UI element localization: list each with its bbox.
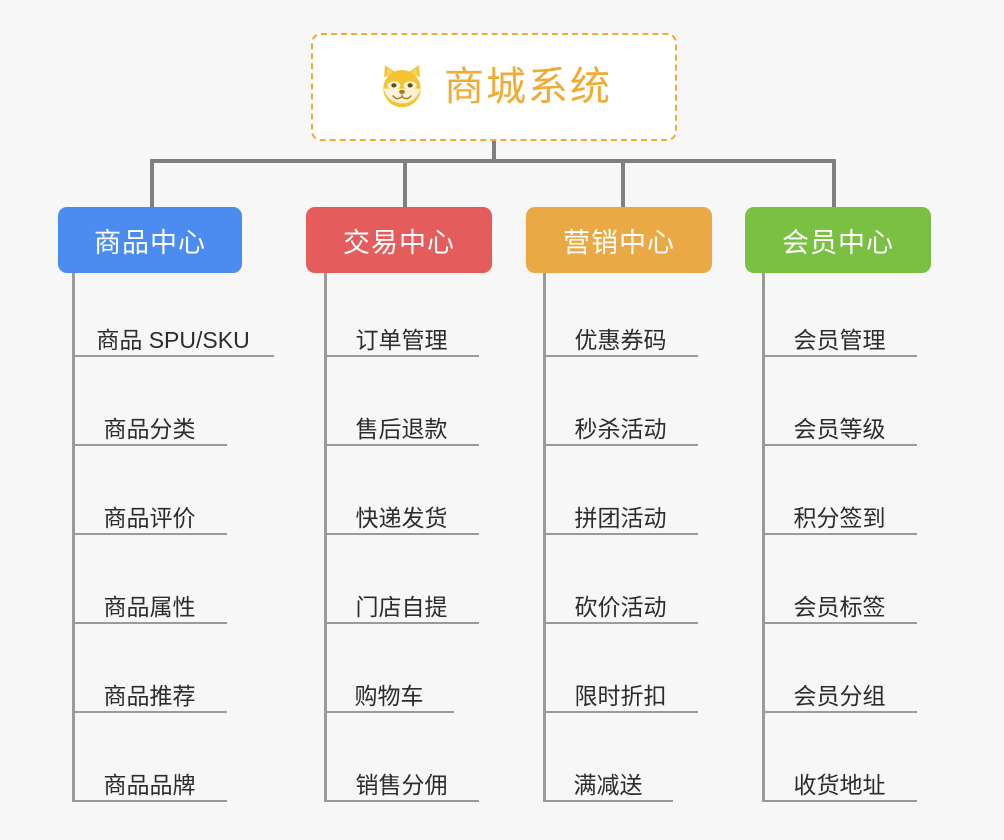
leaf-item-trade-1[interactable]: 售后退款 [324, 400, 479, 446]
connector-root-stem [492, 141, 496, 162]
leaf-item-product-3[interactable]: 商品属性 [72, 578, 227, 624]
leaf-label: 会员管理 [793, 326, 886, 353]
connector-horizontal-bus [150, 159, 836, 163]
category-label-trade-center: 交易中心 [343, 227, 455, 258]
leaf-item-product-0[interactable]: 商品 SPU/SKU [72, 311, 274, 357]
branch-spine-member-center [762, 273, 765, 801]
branch-spine-trade-center [324, 273, 327, 801]
leaf-label: 满减送 [573, 771, 643, 798]
leaf-label: 门店自提 [355, 593, 448, 620]
leaf-item-member-5[interactable]: 收货地址 [762, 756, 917, 802]
leaf-label: 收货地址 [793, 771, 886, 798]
leaf-label: 优惠券码 [574, 326, 667, 353]
leaf-item-marketing-2[interactable]: 拼团活动 [543, 489, 698, 535]
leaf-label: 积分签到 [793, 504, 886, 531]
leaf-item-trade-3[interactable]: 门店自提 [324, 578, 479, 624]
leaf-label: 订单管理 [355, 326, 448, 353]
leaf-item-member-4[interactable]: 会员分组 [762, 667, 917, 713]
leaf-item-trade-2[interactable]: 快递发货 [324, 489, 479, 535]
leaf-item-marketing-0[interactable]: 优惠券码 [543, 311, 698, 357]
leaf-item-marketing-5[interactable]: 满减送 [543, 756, 673, 802]
category-box-product-center[interactable]: 商品中心 [58, 207, 242, 273]
leaf-label: 商品评价 [103, 504, 196, 531]
leaf-item-member-1[interactable]: 会员等级 [762, 400, 917, 446]
leaf-label: 砍价活动 [574, 593, 667, 620]
leaf-item-product-4[interactable]: 商品推荐 [72, 667, 227, 713]
root-title: 商城系统 [444, 65, 612, 109]
branch-spine-product-center [72, 273, 75, 801]
category-box-marketing-center[interactable]: 营销中心 [526, 207, 712, 273]
leaf-item-member-0[interactable]: 会员管理 [762, 311, 917, 357]
leaf-label: 秒杀活动 [574, 415, 667, 442]
leaf-label: 会员标签 [793, 593, 886, 620]
leaf-label: 商品推荐 [103, 682, 196, 709]
connector-drop-member-center [832, 159, 836, 208]
leaf-item-marketing-3[interactable]: 砍价活动 [543, 578, 698, 624]
root-node-shopping-mall-system[interactable]: 商城系统 [311, 33, 677, 141]
leaf-item-trade-0[interactable]: 订单管理 [324, 311, 479, 357]
leaf-label: 购物车 [354, 682, 424, 709]
leaf-item-marketing-1[interactable]: 秒杀活动 [543, 400, 698, 446]
category-box-trade-center[interactable]: 交易中心 [306, 207, 492, 273]
leaf-item-member-3[interactable]: 会员标签 [762, 578, 917, 624]
leaf-label: 商品 SPU/SKU [96, 326, 250, 353]
leaf-label: 商品分类 [103, 415, 196, 442]
leaf-item-trade-4[interactable]: 购物车 [324, 667, 454, 713]
leaf-item-product-5[interactable]: 商品品牌 [72, 756, 227, 802]
leaf-label: 会员等级 [793, 415, 886, 442]
leaf-item-marketing-4[interactable]: 限时折扣 [543, 667, 698, 713]
leaf-label: 销售分佣 [355, 771, 448, 798]
leaf-label: 快递发货 [355, 504, 448, 531]
category-label-marketing-center: 营销中心 [563, 227, 675, 258]
leaf-label: 售后退款 [355, 415, 448, 442]
leaf-label: 限时折扣 [574, 682, 667, 709]
dog-face-icon [376, 61, 428, 113]
connector-drop-marketing-center [621, 159, 625, 208]
leaf-item-trade-5[interactable]: 销售分佣 [324, 756, 479, 802]
leaf-item-product-1[interactable]: 商品分类 [72, 400, 227, 446]
leaf-label: 商品属性 [103, 593, 196, 620]
leaf-label: 商品品牌 [103, 771, 196, 798]
leaf-item-member-2[interactable]: 积分签到 [762, 489, 917, 535]
branch-spine-marketing-center [543, 273, 546, 801]
root-node-content: 商城系统 [376, 61, 612, 113]
leaf-item-product-2[interactable]: 商品评价 [72, 489, 227, 535]
connector-drop-product-center [150, 159, 154, 208]
category-label-product-center: 商品中心 [94, 227, 206, 258]
leaf-label: 拼团活动 [574, 504, 667, 531]
leaf-label: 会员分组 [793, 682, 886, 709]
connector-drop-trade-center [403, 159, 407, 208]
category-label-member-center: 会员中心 [782, 227, 894, 258]
category-box-member-center[interactable]: 会员中心 [745, 207, 931, 273]
